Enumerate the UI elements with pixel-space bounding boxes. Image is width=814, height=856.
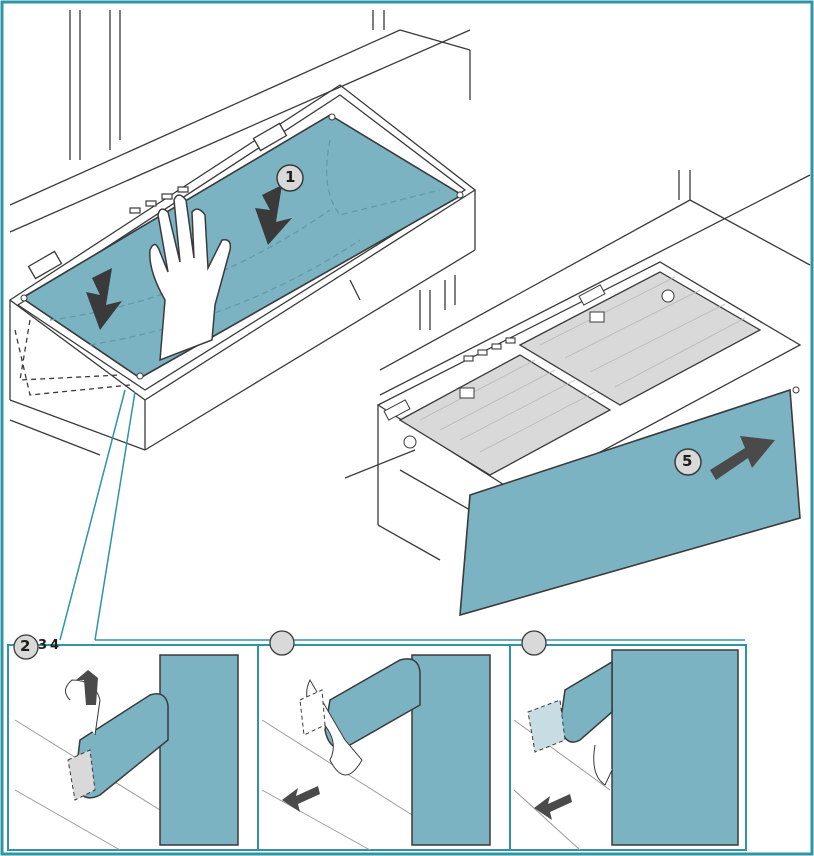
arrow-left-icon bbox=[282, 786, 320, 812]
grease-filter-left bbox=[398, 354, 612, 476]
filter-panel-removed bbox=[459, 388, 801, 617]
step-number-4: 4 bbox=[50, 638, 60, 653]
step-number-2: 2 bbox=[20, 637, 31, 655]
step-number-5: 5 bbox=[682, 452, 693, 470]
step-badge-2 bbox=[13, 634, 39, 660]
step-badge-1 bbox=[276, 164, 304, 192]
step-badge-4 bbox=[521, 630, 547, 656]
grease-filter-right bbox=[518, 271, 762, 406]
detail-3-art bbox=[261, 654, 491, 851]
step-number-3: 3 bbox=[38, 638, 48, 653]
hand-icon bbox=[149, 194, 232, 362]
arrow-up-icon bbox=[76, 670, 98, 705]
detail-4-art bbox=[513, 649, 739, 851]
hood-controls bbox=[129, 186, 189, 214]
arrow-right-icon bbox=[710, 436, 775, 480]
hood-led-box bbox=[252, 122, 288, 152]
arrow-down-icon bbox=[255, 185, 292, 245]
step-badge-3 bbox=[269, 630, 295, 656]
hood-led-box bbox=[27, 250, 63, 280]
step-badge-5 bbox=[674, 448, 702, 476]
arrow-left-icon bbox=[534, 794, 572, 820]
arrow-down-icon bbox=[86, 268, 122, 330]
hood-left-scene bbox=[8, 10, 477, 456]
detail-2-art bbox=[14, 654, 239, 851]
step-number-1: 1 bbox=[285, 168, 296, 186]
